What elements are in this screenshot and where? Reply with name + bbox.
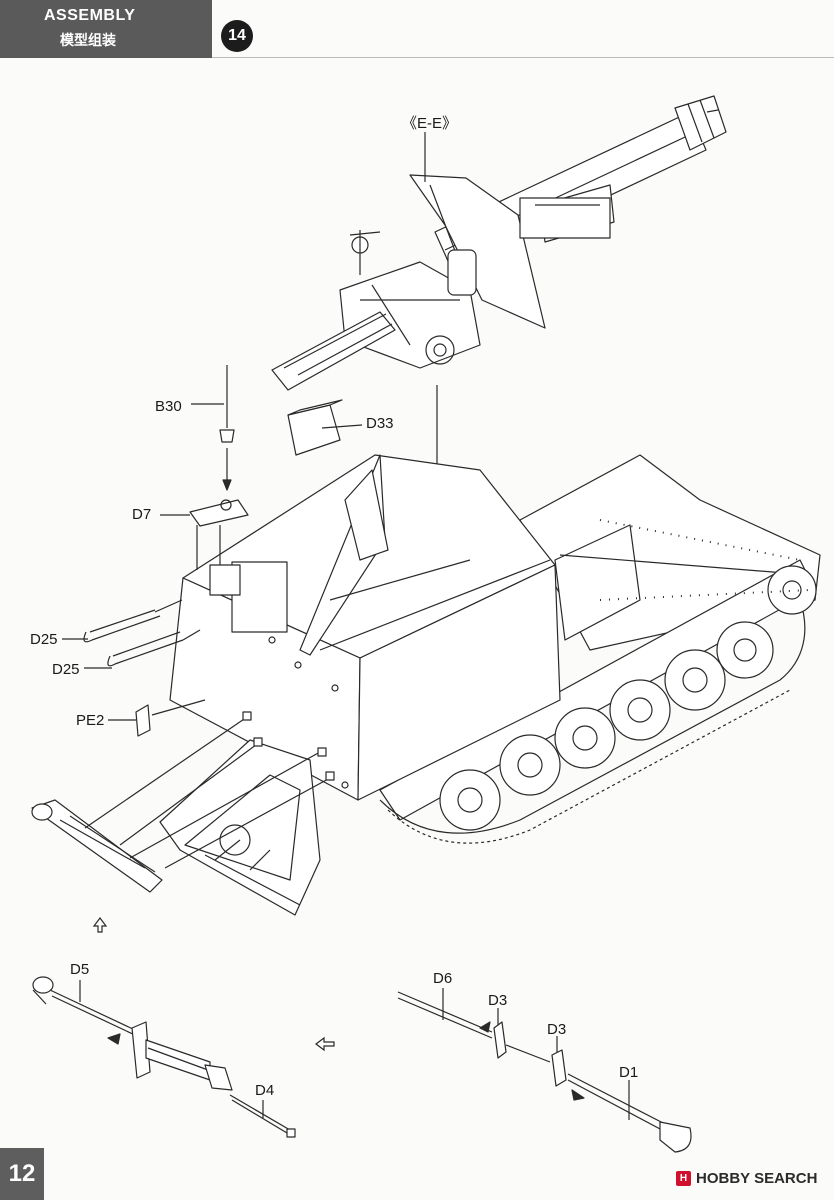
label-d3-a: D3 (488, 992, 508, 1009)
hobbysearch-logo-icon: H (676, 1171, 691, 1186)
section-header: ASSEMBLY 模型组装 (0, 0, 212, 58)
sub-assembly-d6-d3-d1 (397, 988, 692, 1153)
label-d7: D7 (132, 506, 152, 523)
label-d33: D33 (366, 415, 394, 432)
compartment-figure (169, 454, 561, 801)
arrow-up-icon (92, 917, 108, 933)
part-d7-shape (189, 499, 249, 527)
step-number-badge: 14 (221, 20, 253, 52)
section-title-zh: 模型组装 (60, 32, 116, 48)
sub-assembly-d5-d4 (32, 976, 296, 1138)
chassis-figure (379, 454, 821, 844)
part-pe2-shape (135, 704, 151, 737)
label-d25-a: D25 (30, 631, 58, 648)
label-d1: D1 (619, 1064, 639, 1081)
label-d6: D6 (433, 970, 453, 987)
part-d25a-shape (89, 609, 156, 633)
label-b30: B30 (155, 398, 182, 415)
arrow-left-icon (315, 1036, 335, 1052)
header-divider (212, 57, 834, 58)
part-d25b-shape (112, 631, 181, 657)
page-number: 12 (0, 1148, 44, 1200)
label-d4: D4 (255, 1082, 275, 1099)
section-title-en: ASSEMBLY (44, 7, 136, 24)
label-pe2: PE2 (76, 712, 105, 729)
gun-assembly-figure (271, 95, 727, 391)
label-d25-b: D25 (52, 661, 80, 678)
label-d5: D5 (70, 961, 90, 978)
label-d3-b: D3 (547, 1021, 567, 1038)
watermark: H HOBBY SEARCH (676, 1170, 817, 1187)
label-e-e: 《E-E》 (402, 115, 458, 132)
watermark-text: HOBBY SEARCH (696, 1170, 818, 1187)
